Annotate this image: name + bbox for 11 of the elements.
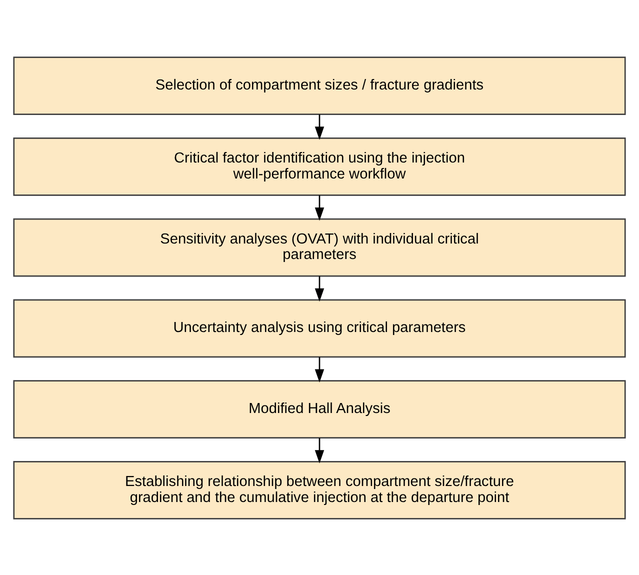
arrow [314, 114, 324, 140]
node-box: Modified Hall Analysis [13, 380, 626, 438]
arrow [314, 276, 324, 302]
node-box: Sensitivity analyses (OVAT) with individual critical parameters [13, 218, 626, 276]
node-box: Establishing relationship between compartment size/fracture gradient and the cumulative injection at the departure point [13, 460, 626, 519]
node-box: Selection of compartment sizes / fracture gradients [13, 56, 626, 114]
node-box: Critical factor identification using the injection well-performance workflow [13, 137, 626, 196]
arrow [314, 194, 324, 220]
arrow [314, 438, 324, 463]
node-box: Uncertainty analysis using critical parameters [13, 298, 626, 358]
arrow [314, 356, 324, 382]
